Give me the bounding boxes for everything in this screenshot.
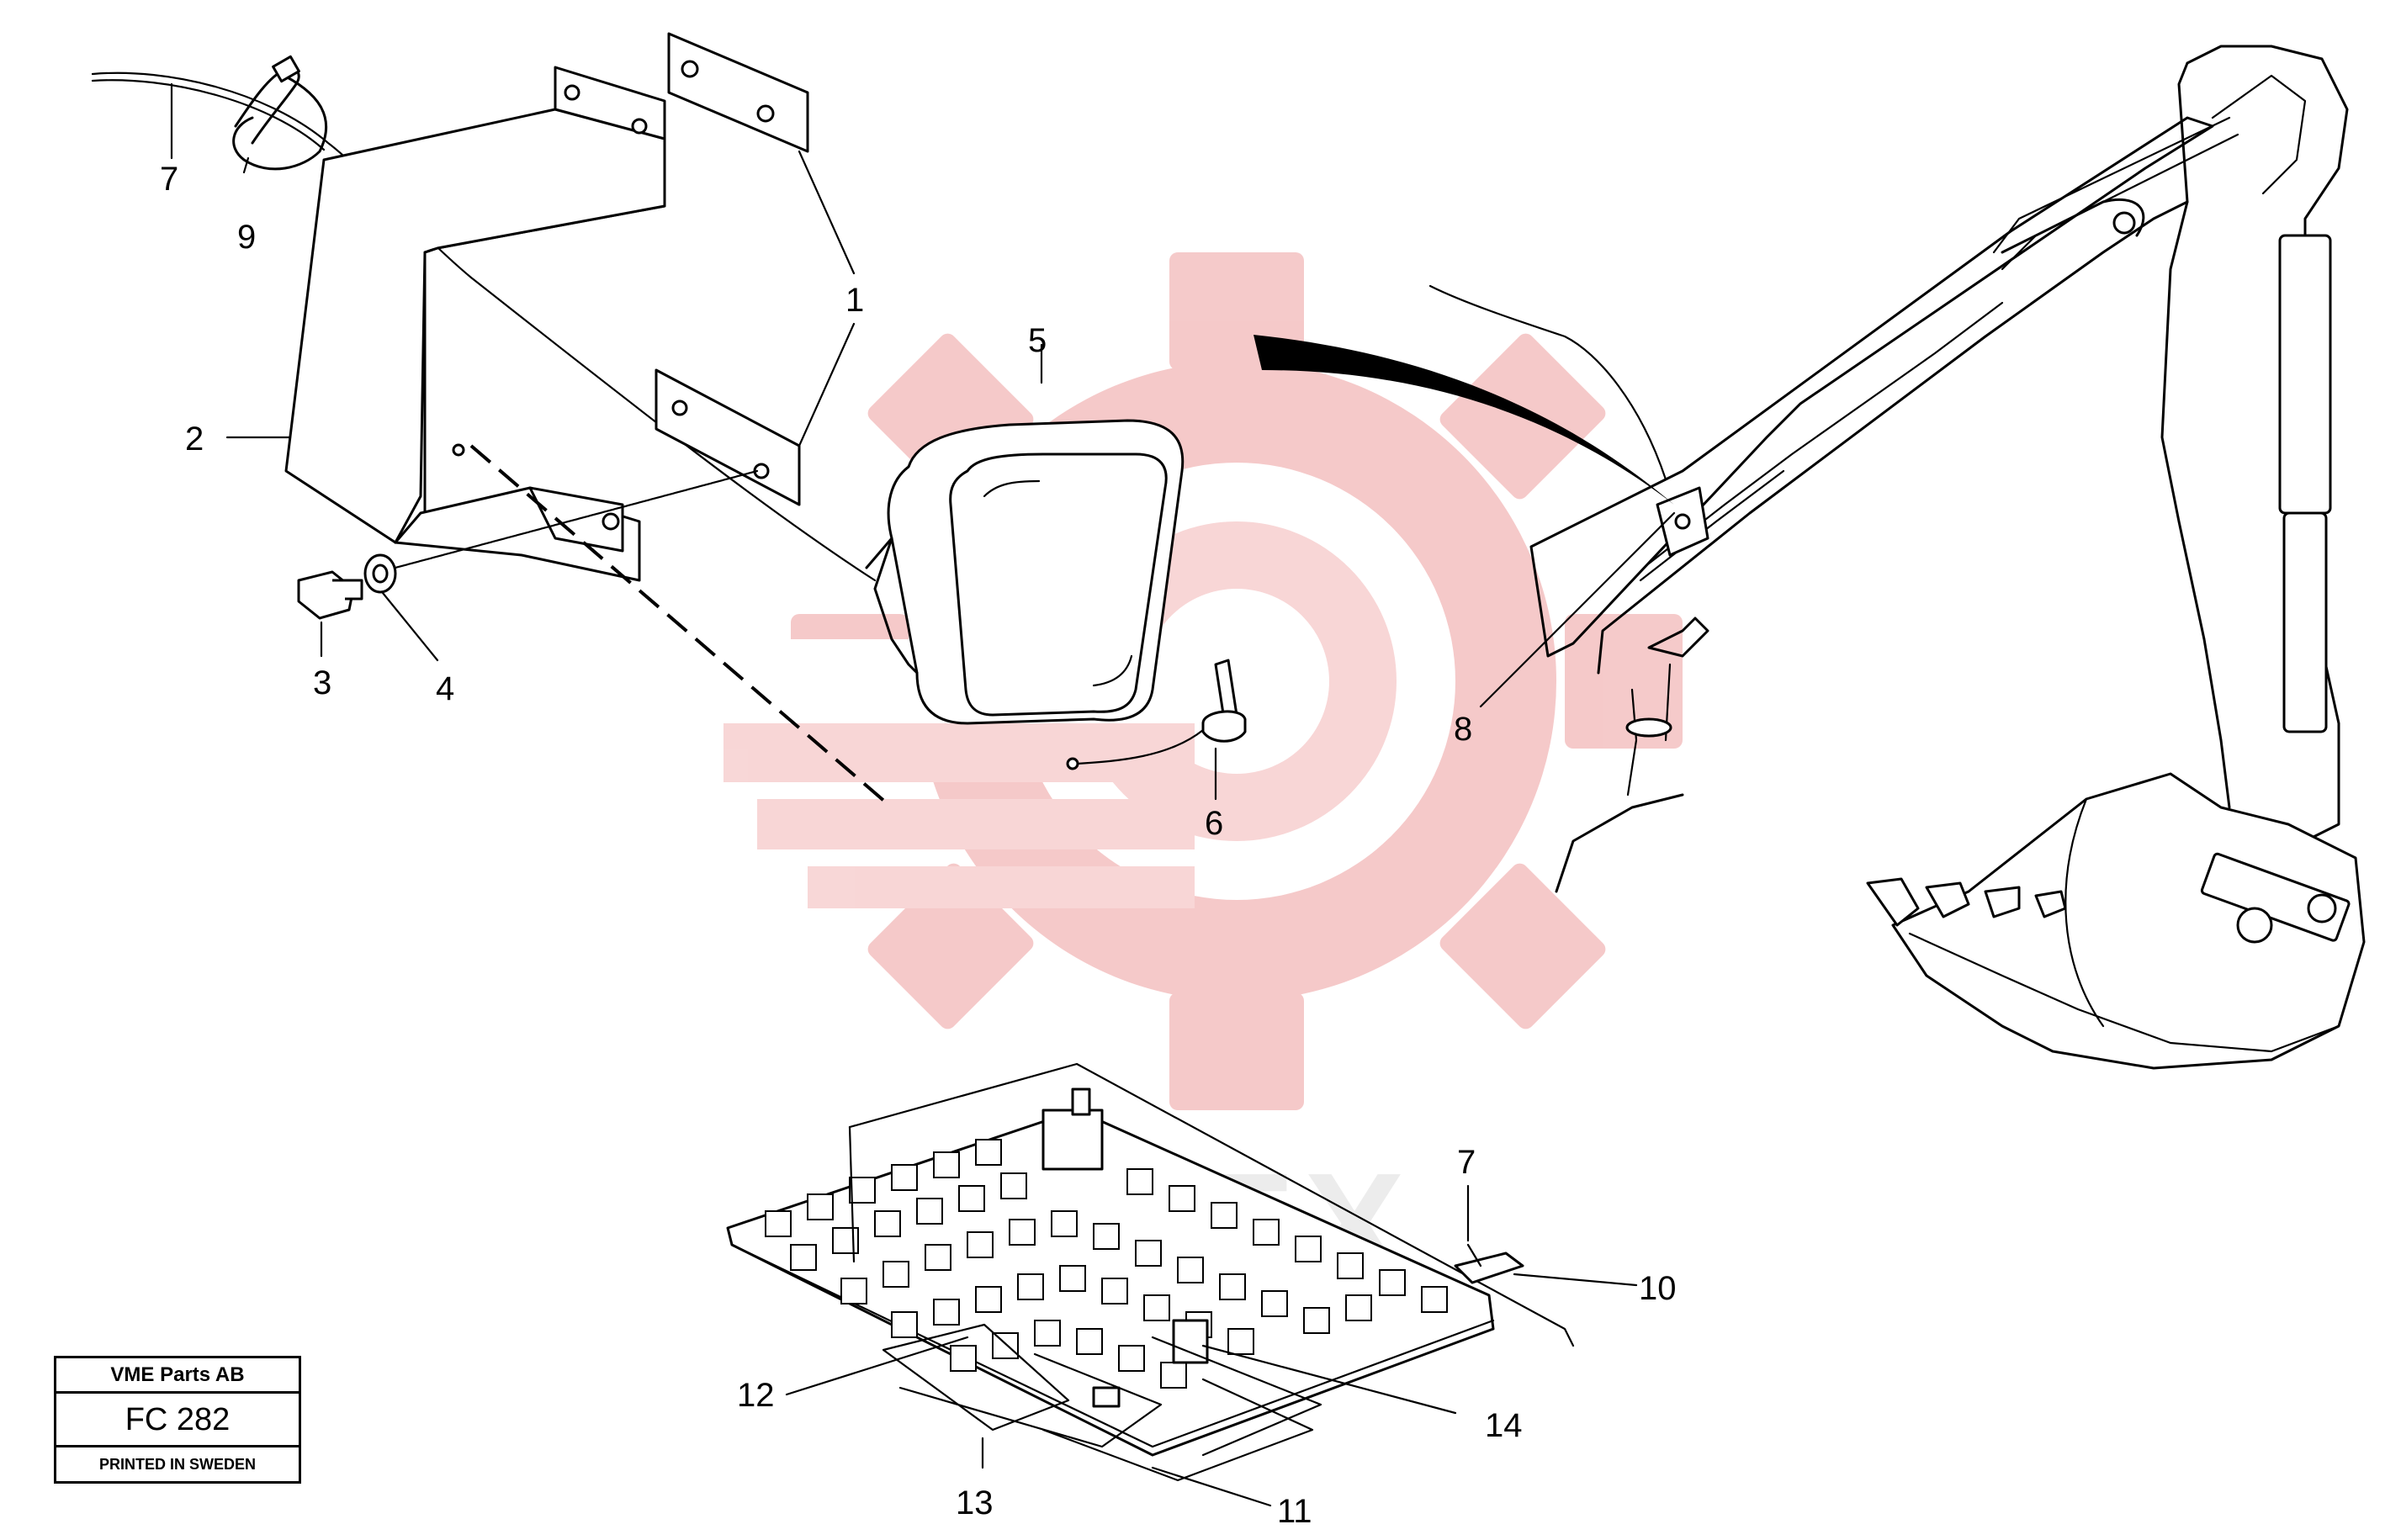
alignment-dashed-line (469, 444, 893, 809)
callout-1: 1 (845, 282, 864, 319)
callout-4: 4 (436, 670, 454, 707)
excavator-arm (1428, 45, 2366, 1070)
location-arrow (1254, 335, 1674, 505)
lamp-bulb (1066, 659, 1247, 770)
callout-3: 3 (313, 664, 331, 701)
title-block-printed-note: PRINTED IN SWEDEN (98, 1456, 256, 1473)
callout-7-top: 7 (160, 161, 178, 198)
callout-14: 14 (1485, 1407, 1523, 1444)
bracket-housing (284, 66, 666, 582)
leader-lines (170, 82, 1676, 1507)
mounting-plates (655, 32, 809, 506)
callout-6: 6 (1205, 805, 1223, 842)
callout-9: 9 (237, 219, 256, 256)
callout-13: 13 (956, 1484, 994, 1521)
title-block: VME Parts AB FC 282 PRINTED IN SWEDEN (54, 1356, 301, 1484)
callout-10: 10 (1639, 1270, 1677, 1307)
work-lamp (865, 419, 1185, 725)
callout-12: 12 (737, 1377, 775, 1414)
watermark-gear-logo: MITEX (723, 252, 1683, 1311)
callout-5: 5 (1028, 322, 1047, 359)
callout-8: 8 (1454, 711, 1472, 748)
title-block-figure-code: FC 282 (56, 1394, 299, 1447)
callout-2: 2 (185, 421, 204, 458)
title-block-company: VME Parts AB (56, 1358, 299, 1394)
callout-labels: 1 2 3 4 5 6 7 7 8 9 10 11 12 13 14 (160, 161, 1677, 1530)
callout-7-board: 7 (1457, 1144, 1476, 1181)
callout-11: 11 (1277, 1493, 1312, 1530)
bolt-and-washer (297, 469, 759, 620)
relay-circuit-board (726, 1062, 1575, 1482)
